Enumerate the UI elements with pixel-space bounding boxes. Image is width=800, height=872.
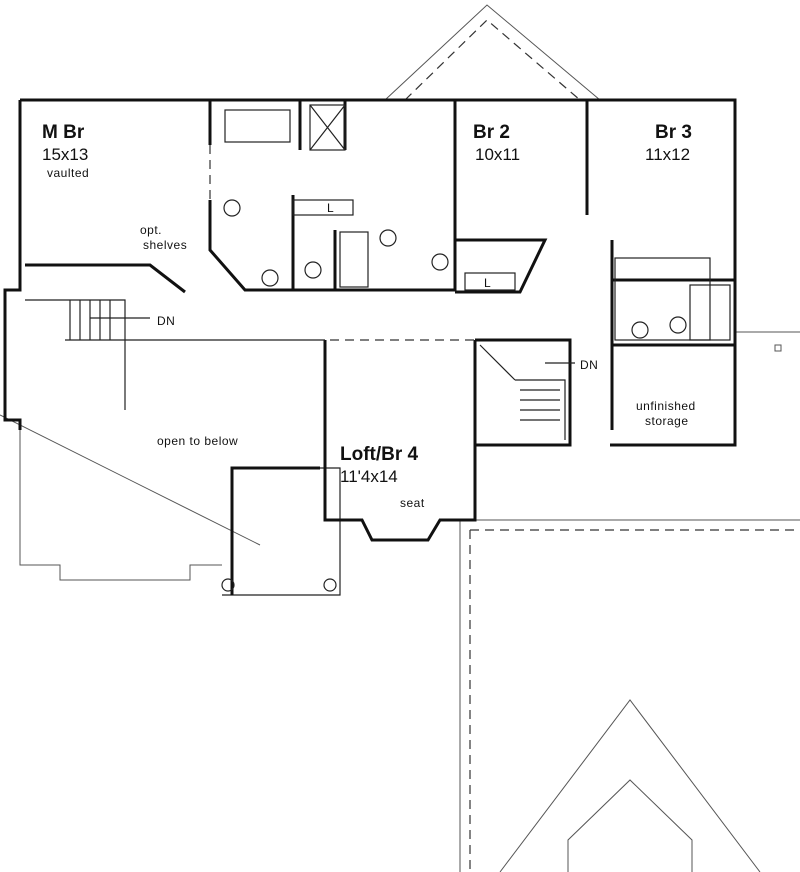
exterior-walls xyxy=(3,98,737,542)
roof-lines xyxy=(0,4,800,872)
label-seat: seat xyxy=(400,496,425,510)
label-stair-left-dn: DN xyxy=(157,314,175,328)
label-storage: storage xyxy=(645,414,689,428)
room-name-master: M Br xyxy=(42,122,85,143)
label-open-to-below: open to below xyxy=(157,434,238,448)
room-size-br3: 11x12 xyxy=(645,145,690,164)
room-name-loft: Loft/Br 4 xyxy=(340,444,419,465)
room-note-master: vaulted xyxy=(47,166,89,180)
room-name-br3: Br 3 xyxy=(655,122,692,143)
room-size-br2: 10x11 xyxy=(475,145,520,164)
label-unfinished: unfinished xyxy=(636,399,696,413)
label-opt: opt. xyxy=(140,223,162,237)
label-stair-right-dn: DN xyxy=(580,358,598,372)
room-size-master: 15x13 xyxy=(42,145,88,164)
room-name-br2: Br 2 xyxy=(473,122,510,143)
interior-walls xyxy=(25,98,735,440)
label-laundry-1: L xyxy=(327,201,334,215)
room-size-loft: 11'4x14 xyxy=(340,467,398,486)
label-shelves: shelves xyxy=(143,238,187,252)
label-laundry-2: L xyxy=(484,276,491,290)
